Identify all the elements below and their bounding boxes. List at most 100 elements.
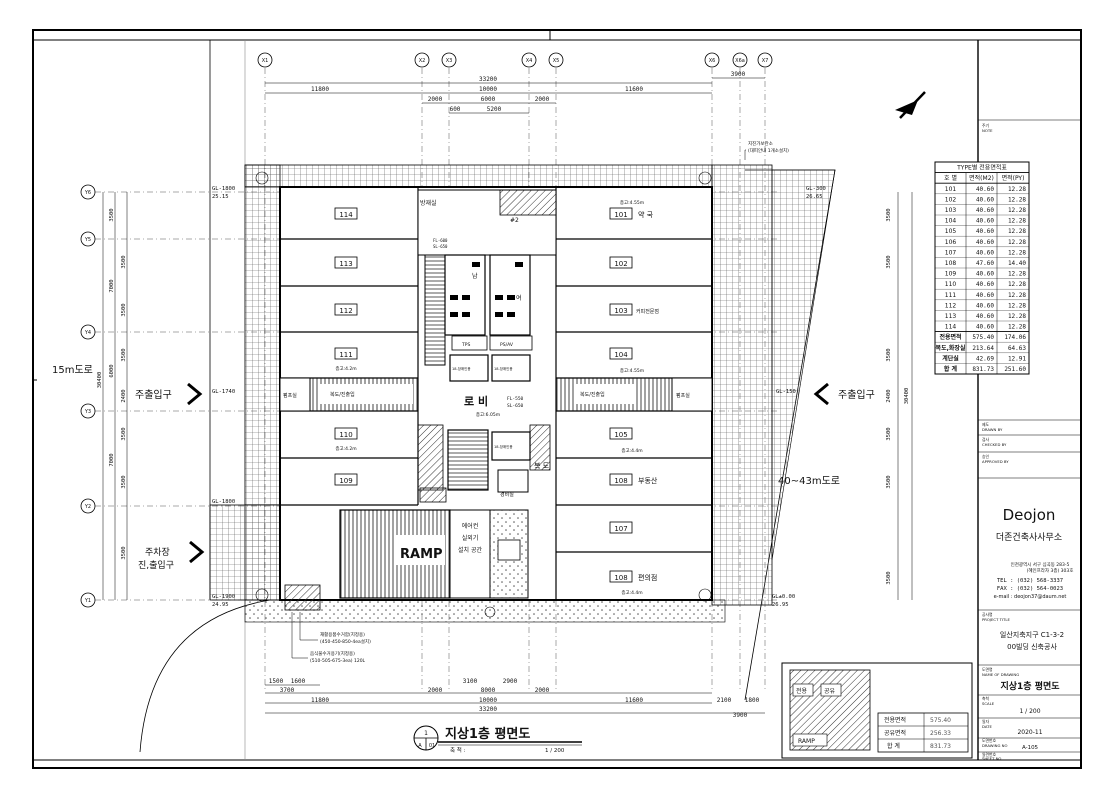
unit-104: 104 [614,351,628,359]
area-table-cell: 105 [945,228,957,235]
project-line-1: 일산지축지구 C1-3-2 [1000,630,1064,639]
grid-y4: Y4 [84,330,91,336]
fl-1: FL-600 [433,238,448,243]
ceiling-111: 층고:4.2m [335,365,356,372]
tb-dwgno-kr: 도면번호 [982,738,996,743]
area-table-cell: 40.60 [976,271,994,278]
legend-row1-label: 전용면적 [884,716,906,724]
unit-108b-use: 편의점 [638,573,657,582]
aircon-line2: 실외기 [462,534,479,542]
gl-bot-right: GL±0.00 [772,594,795,600]
unit-109: 109 [339,477,352,485]
tb-drawn-kr: 제도 [982,422,989,427]
area-table-cell: 112 [945,302,957,309]
shelter-note-1: 지진가보관소 [748,140,773,147]
gl-bot-right-elev: 26.95 [772,602,789,608]
ceiling-lobby: 층고:6.05m [476,411,500,418]
hall-right: 복도/진출입 [580,391,605,398]
recycle-note-1: 재활용품수거함(지정용) [320,631,365,638]
dim-left-i: 3500 [121,475,127,488]
gl-top-left: GL-1800 [212,186,235,192]
grid-y6: Y6 [84,190,91,196]
north-arrow [895,91,926,119]
area-table-cell: 107 [945,249,957,256]
area-table-cell: 40.60 [976,281,994,288]
fl-4: SL-650 [507,403,524,409]
dim-bot-f: 2900 [503,678,518,685]
gl-top-right: GL-300 [806,186,826,192]
dim-left-g: 3500 [121,427,127,440]
dim-top-f: 2000 [535,96,550,103]
dim-left-a: 3500 [109,208,115,221]
detail-number: 1 [424,730,428,737]
grid-x2: X2 [419,58,426,64]
tb-date: 2020-11 [1017,729,1042,736]
unit-103-use: 커피전문점 [636,308,659,315]
area-table-cell: 12.28 [1008,281,1026,288]
tb-approved-en: APPROVED BY [982,459,1009,464]
dim-bot-b: 1600 [291,678,306,685]
dim-bot-l: 2100 [717,697,732,704]
landscape-top [244,164,713,188]
grid-bubbles-x [257,52,773,68]
dim-right-i: 3500 [886,475,892,488]
dim-bot-c: 3700 [280,687,295,694]
legend-row1-value: 575.40 [930,717,951,724]
tb-note-en: NOTE [982,128,993,133]
ramp-label: RAMP [400,547,443,562]
dim-right-a: 3500 [886,208,892,221]
drawing-scale-value: 1 / 200 [545,748,565,754]
area-table-cell: 12.28 [1008,292,1026,299]
gl-mid-left: GL-1740 [212,389,235,395]
main-entry-right: 주출입구 [838,388,875,401]
area-table-cell: 40.60 [976,292,994,299]
ps-label: PS/AV [500,342,514,348]
unit-102: 102 [614,260,627,268]
area-table-cell: 114 [945,324,957,331]
area-table-cell: 40.60 [976,302,994,309]
area-summary-cell: 251.60 [1004,366,1026,373]
dim-left-d: 3500 [121,303,127,316]
legend-shared: 공유 [824,688,836,695]
tb-date-kr: 일자 [982,719,989,724]
dim-top-b: 10000 [479,86,497,93]
gl-mid-right: GL-150 [776,389,796,395]
main-entry-left: 주출입구 [135,388,172,401]
dim-right-e: 3500 [886,348,892,361]
stair-left [424,254,446,366]
company-address-1: 인천광역시 서구 심곡동 283-5 [1011,561,1070,568]
ceiling-108: 층고:4.4m [621,589,642,596]
grid-bubbles-y [80,184,96,608]
unit-101-use: 약 국 [638,210,654,219]
parking-arrow [189,540,205,564]
unit-112: 112 [339,307,352,315]
gl-bot-left-2: GL-1900 [212,594,235,600]
dim-top-d: 2000 [428,96,443,103]
dim-right-b: 3500 [886,255,892,268]
area-table-cell: 12.28 [1008,324,1026,331]
tb-date-en: DATE [982,724,992,729]
legend-row3-value: 831.73 [930,743,951,750]
area-summary-cell: 복도,화장실 [936,344,966,352]
project-line-2: 00빌딩 신축공사 [1007,642,1057,651]
gl-bot-left-1: GL-1800 [212,499,235,505]
sheet-border [32,29,1082,769]
unit-108a: 108 [614,477,627,485]
area-table-cell: 109 [945,271,957,278]
recycle-note-2: (450-450-850-4ea설치) [320,638,371,645]
dim-bot-m: 1800 [745,697,760,704]
area-table-cell: 40.60 [976,324,994,331]
dim-top-a: 11800 [311,86,329,93]
tb-approved-kr: 승인 [982,454,989,459]
company-logo-text: Deojon [1003,506,1056,524]
tb-drawn-en: DRAWN BY [982,427,1003,432]
grid-x7: X7 [762,58,769,64]
wc-women-label: 여 [516,294,522,302]
unit-101: 101 [614,211,627,219]
tb-sheet-en: SHEET NO [982,756,1001,761]
area-table-cell: 12.28 [1008,228,1026,235]
area-table-cell: 12.28 [1008,239,1026,246]
ceiling-101: 층고:4.55m [620,199,644,206]
area-table-cell: 12.28 [1008,207,1026,214]
